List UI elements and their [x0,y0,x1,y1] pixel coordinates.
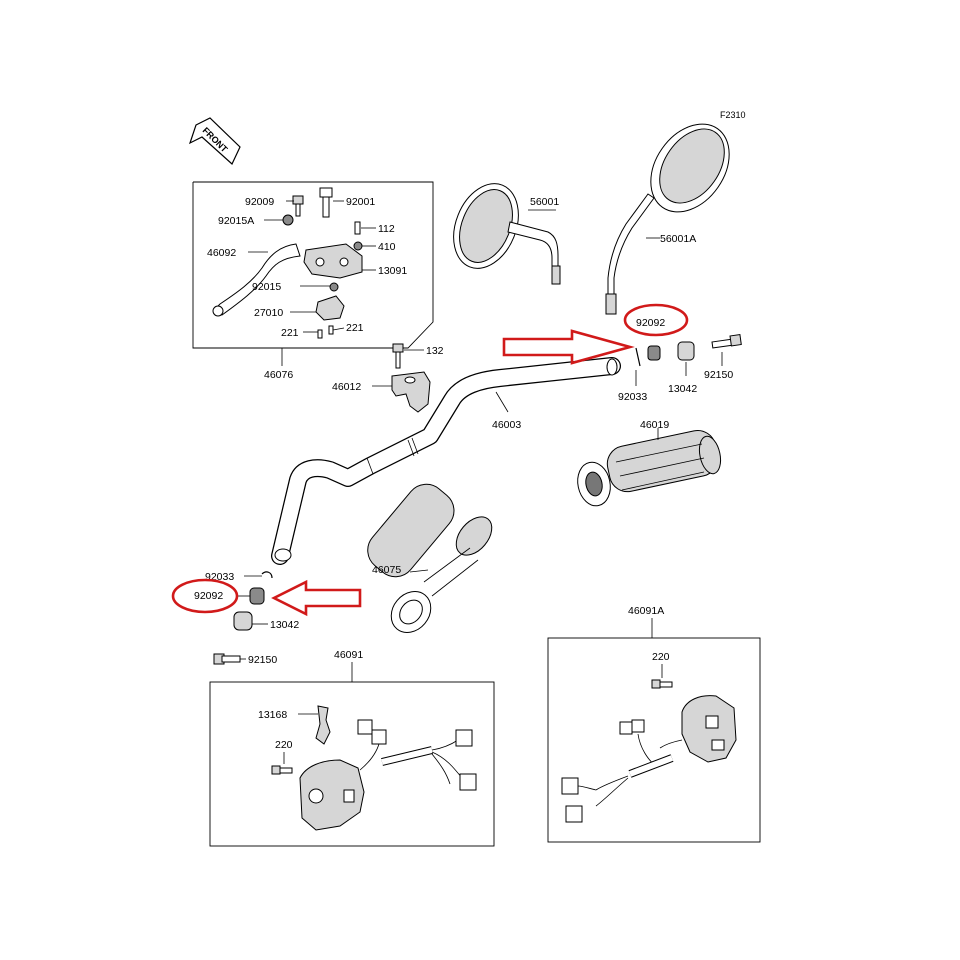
part-label-92001: 92001 [346,196,375,208]
highlight-arrow-right-icon [502,329,635,365]
connector-icon [371,729,387,745]
part-label-46019: 46019 [640,419,669,431]
mirror-right-icon [605,123,730,315]
part-label-46076: 46076 [264,369,293,381]
screw-icon [317,329,323,339]
highlight-circle-left [171,578,239,614]
cable-clip-icon [315,705,331,745]
connector-icon [455,729,473,747]
part-label-13042-right: 13042 [668,383,697,395]
highlight-circle-right [623,303,689,337]
part-label-92009: 92009 [245,196,274,208]
connector-icon [459,773,477,791]
part-label-46003: 46003 [492,419,521,431]
left-bar-end-parts [213,571,273,665]
screw-icon [354,221,361,235]
left-switch-box-group [209,662,495,847]
weight-icon [647,345,661,361]
throttle-grip-icon [577,428,722,507]
connector-icon [619,721,633,735]
part-label-92150-right: 92150 [704,369,733,381]
part-label-410: 410 [378,241,396,253]
part-label-46091: 46091 [334,649,363,661]
left-switch-box [209,681,495,847]
part-label-112: 112 [378,223,395,235]
left-grip-icon [367,483,493,633]
switch-housing-icon [681,695,737,763]
part-label-92033-right: 92033 [618,391,647,403]
part-label-92015: 92015 [252,281,281,293]
screw-icon [328,325,334,335]
figure-code: F2310 [720,110,746,120]
part-label-92150-left: 92150 [248,654,277,666]
right-switch-box-group [547,618,761,843]
nut-icon [353,241,363,251]
part-label-46012: 46012 [332,381,361,393]
right-bar-end-parts [635,334,742,386]
part-label-46092: 46092 [207,247,236,259]
part-label-221-a: 221 [281,327,299,339]
handlebar-holder-icon [391,371,431,413]
mirror-left-icon [453,183,561,285]
part-label-220-right: 220 [652,651,670,663]
bolt-icon [392,343,404,353]
collar-icon [677,341,695,361]
part-label-46091a: 46091A [628,605,664,617]
clip-icon [261,571,273,579]
connector-icon [561,777,579,795]
part-label-132: 132 [426,345,444,357]
screw-icon [271,765,281,775]
part-label-27010: 27010 [254,307,283,319]
connector-icon [631,719,645,733]
clip-icon [635,347,641,367]
screw-icon [651,679,661,689]
screw-icon [711,334,742,349]
screw-icon [213,653,241,665]
lever-assembly-box [192,181,434,349]
switch-icon [315,295,345,321]
part-label-56001a: 56001A [660,233,696,245]
highlight-arrow-left-icon [271,579,362,617]
part-label-13091: 13091 [378,265,407,277]
handlebar-icon [271,357,621,565]
front-arrow-icon: FRONT [188,117,241,165]
part-label-92092-right: 92092 [636,317,665,329]
part-label-13168: 13168 [258,709,287,721]
weight-icon [249,587,265,605]
lever-holder-icon [303,243,363,279]
part-label-56001: 56001 [530,196,559,208]
part-label-92092-left: 92092 [194,590,223,602]
connector-icon [357,719,373,735]
lever-tip-icon [212,305,224,317]
part-label-92015a: 92015A [218,215,254,227]
part-label-220-left: 220 [275,739,293,751]
handlebar-holder-group [372,343,431,413]
part-label-221-b: 221 [346,322,364,334]
bolt-icon [292,195,304,217]
part-label-13042-left: 13042 [270,619,299,631]
collar-icon [233,611,253,631]
bolt-icon [319,187,333,218]
lever-assembly-group [192,181,434,366]
connector-icon [565,805,583,823]
switch-housing-icon [299,759,365,831]
right-switch-box [547,637,761,843]
nut-icon [329,282,339,292]
part-label-46075: 46075 [372,564,401,576]
washer-icon [282,214,294,226]
